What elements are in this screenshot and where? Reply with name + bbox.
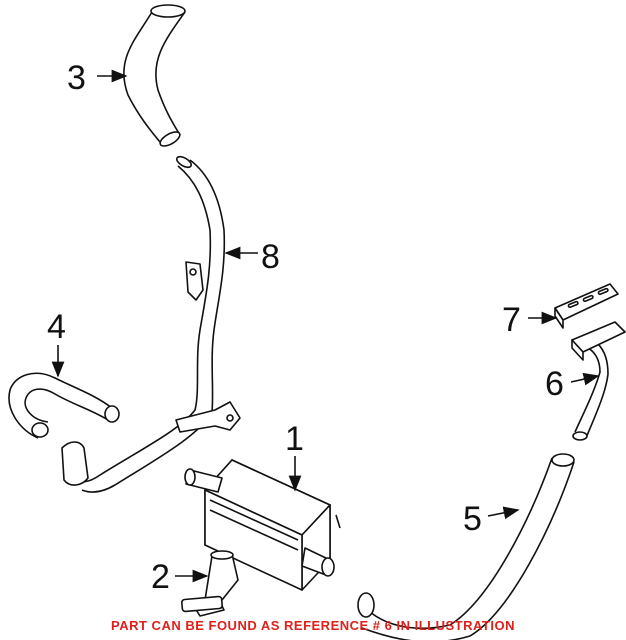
hose-part-5	[357, 453, 575, 640]
cooler-part-1	[184, 459, 341, 591]
callout-5: 5	[463, 500, 482, 538]
hose-part-3	[123, 4, 186, 147]
callout-arrows	[51, 69, 600, 583]
strap-part-7	[554, 283, 619, 329]
fitting-part-2	[181, 550, 239, 617]
hose-part-6	[571, 321, 626, 441]
callout-3: 3	[67, 59, 86, 97]
callout-6: 6	[545, 365, 564, 403]
callout-7: 7	[502, 301, 521, 339]
hose-part-4	[8, 372, 120, 439]
callout-2: 2	[151, 558, 170, 596]
callout-1: 1	[285, 420, 304, 458]
reference-note: PART CAN BE FOUND AS REFERENCE # 6 IN IL…	[111, 618, 515, 633]
arrow-5	[487, 506, 520, 520]
callout-8: 8	[261, 238, 280, 276]
callout-4: 4	[47, 308, 66, 346]
pipe-part-8	[61, 155, 241, 493]
arrow-6	[570, 372, 600, 386]
